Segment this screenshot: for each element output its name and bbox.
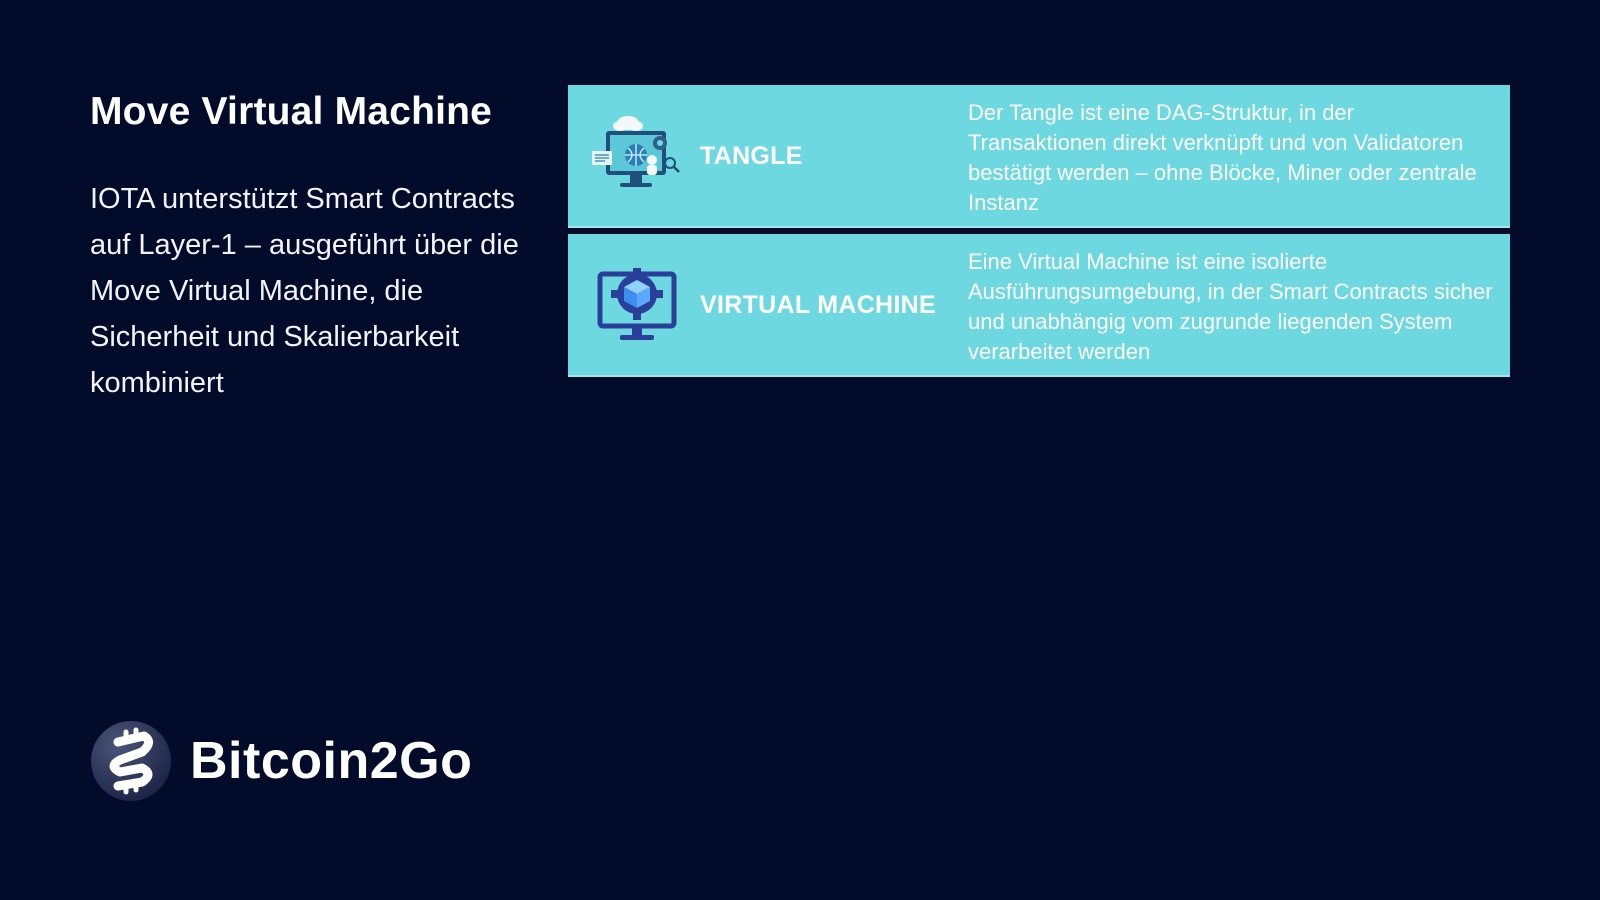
card-description: Eine Virtual Machine ist eine isolierte … [968, 249, 1493, 364]
bitcoin-logo-icon [90, 720, 172, 802]
card-virtual-machine: VIRTUAL MACHINE Eine Virtual Machine ist… [568, 234, 1510, 377]
page-title: Move Virtual Machine [90, 90, 493, 133]
monitor-cube-gear-icon [590, 262, 682, 348]
intro-description: IOTA unterstützt Smart Contracts auf Lay… [90, 183, 519, 399]
card-description: Der Tangle ist eine DAG-Struktur, in der… [968, 100, 1477, 215]
intro-section: Move Virtual Machine IOTA unterstützt Sm… [90, 84, 540, 406]
card-label: TANGLE [700, 142, 803, 170]
computer-network-icon [590, 113, 682, 199]
info-cards: TANGLE Der Tangle ist eine DAG-Struktur,… [568, 85, 1510, 383]
card-label: VIRTUAL MACHINE [700, 291, 936, 319]
brand-name: Bitcoin2Go [190, 732, 473, 790]
brand-logo: Bitcoin2Go [90, 720, 472, 802]
card-tangle: TANGLE Der Tangle ist eine DAG-Struktur,… [568, 85, 1510, 228]
